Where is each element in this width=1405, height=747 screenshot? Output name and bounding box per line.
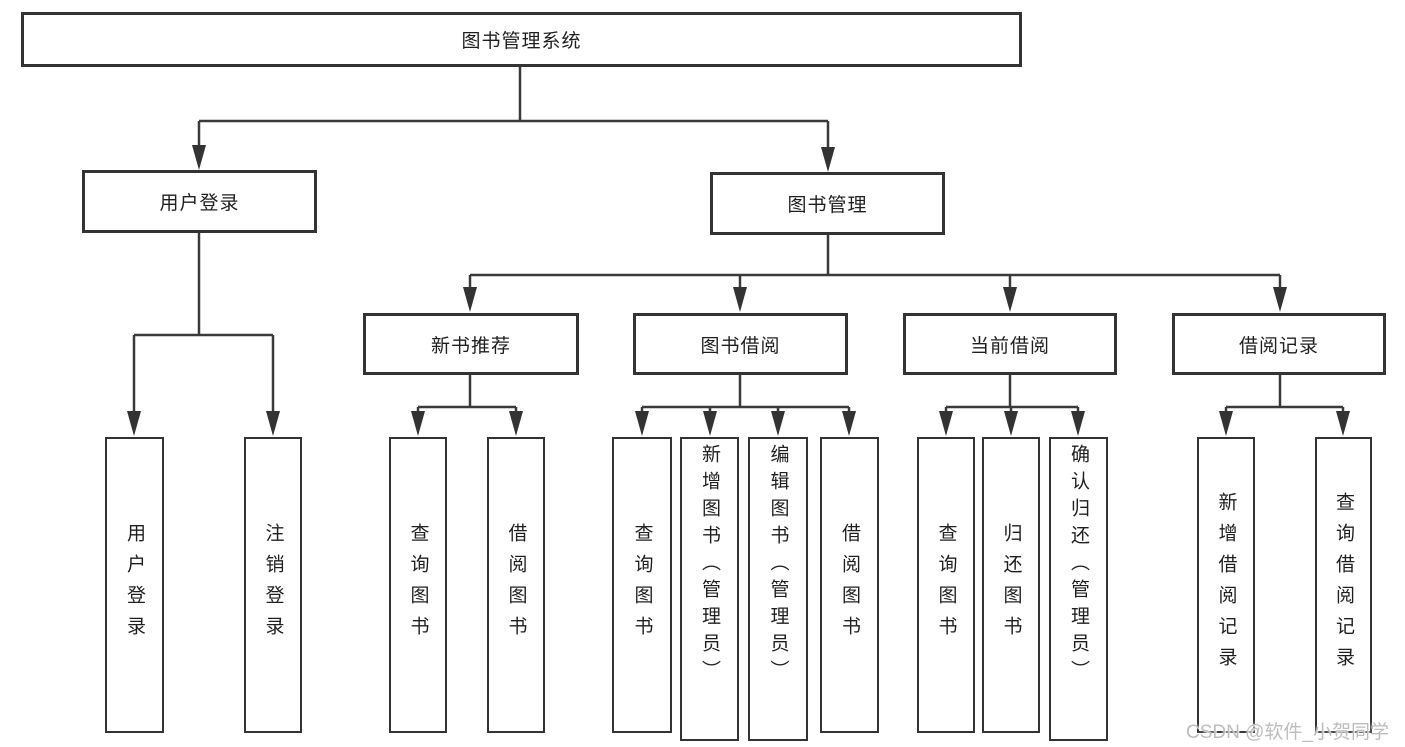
leaf-query-books-2: 查询图书 (612, 437, 672, 733)
connector-root-to-level2 (192, 67, 835, 172)
node-borrow-records-label: 借阅记录 (1238, 335, 1319, 357)
leaf-query-books-3: 查询图书 (917, 437, 975, 733)
csdn-watermark: CSDN @软件_小贺同学 (1186, 722, 1389, 743)
leaf-borrow-books-2: 借阅图书 (820, 437, 879, 733)
node-borrow-records: 借阅记录 (1172, 313, 1386, 375)
leaf-edit-book-admin: 编辑图书（管理员） (748, 437, 808, 741)
leaf-query-borrow-record: 查询借阅记录 (1315, 437, 1372, 733)
leaf-return-book: 归还图书 (982, 437, 1040, 733)
node-root: 图书管理系统 (21, 12, 1022, 67)
leaf-logout-label: 注销登录 (262, 523, 284, 647)
node-current-borrow: 当前借阅 (903, 313, 1117, 375)
node-root-label: 图书管理系统 (461, 31, 582, 52)
leaf-query-books-2-label: 查询图书 (631, 523, 653, 647)
leaf-query-books-1: 查询图书 (389, 437, 447, 733)
node-current-borrow-label: 当前借阅 (969, 335, 1050, 357)
node-user-login-label: 用户登录 (159, 193, 240, 214)
node-book-borrow: 图书借阅 (633, 313, 848, 375)
leaf-confirm-return-admin-label: 确认归还（管理员） (1068, 444, 1089, 687)
node-user-login: 用户登录 (82, 170, 317, 233)
leaf-query-books-3-label: 查询图书 (935, 523, 957, 647)
leaf-return-book-label: 归还图书 (1000, 523, 1022, 647)
leaf-add-borrow-record: 新增借阅记录 (1197, 437, 1255, 733)
connector-book-borrow-branch (635, 375, 856, 436)
leaf-confirm-return-admin: 确认归还（管理员） (1049, 437, 1108, 741)
leaf-borrow-books-2-label: 借阅图书 (839, 523, 860, 647)
leaf-add-book-admin: 新增图书（管理员） (680, 437, 739, 741)
node-book-borrow-label: 图书借阅 (700, 335, 781, 357)
node-new-book-recommend: 新书推荐 (363, 313, 579, 375)
leaf-user-login: 用户登录 (105, 437, 164, 733)
node-book-management-label: 图书管理 (787, 195, 868, 216)
leaf-borrow-books-1: 借阅图书 (487, 437, 545, 733)
node-new-book-recommend-label: 新书推荐 (430, 335, 511, 357)
connector-user-login-branch (127, 233, 280, 436)
connector-new-book-branch (411, 375, 523, 436)
leaf-user-login-label: 用户登录 (124, 523, 145, 647)
leaf-edit-book-admin-label: 编辑图书（管理员） (767, 444, 789, 687)
leaf-logout: 注销登录 (244, 437, 302, 733)
node-book-management: 图书管理 (710, 172, 945, 235)
leaf-add-book-admin-label: 新增图书（管理员） (699, 444, 720, 687)
leaf-borrow-books-1-label: 借阅图书 (505, 523, 527, 647)
leaf-query-borrow-record-label: 查询借阅记录 (1333, 492, 1354, 678)
leaf-add-borrow-record-label: 新增借阅记录 (1215, 492, 1237, 678)
connector-current-borrow-branch (939, 375, 1085, 436)
connector-borrow-records-branch (1219, 375, 1350, 436)
connector-book-management-branch (463, 235, 1287, 312)
leaf-query-books-1-label: 查询图书 (407, 523, 429, 647)
